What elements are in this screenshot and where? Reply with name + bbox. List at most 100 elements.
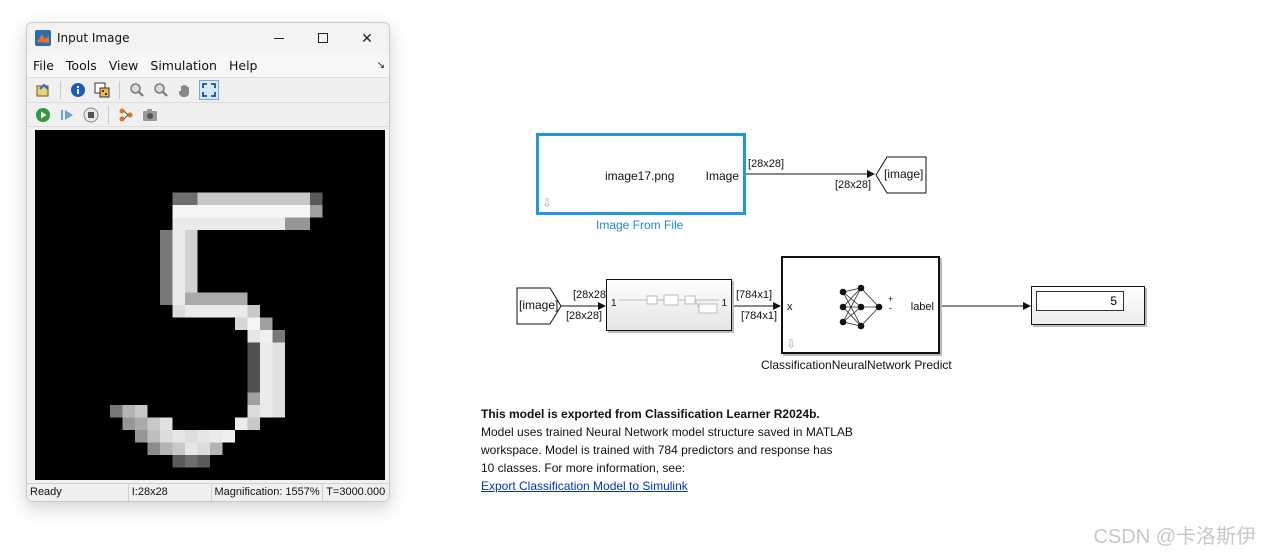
from-out-dims-bottom: [28x28] (566, 310, 603, 322)
classifier-predict-block[interactable]: x label + - ⇩ (781, 256, 940, 354)
minimize-icon (274, 37, 284, 39)
digit-pixel (260, 405, 273, 418)
digit-pixel (260, 392, 273, 405)
run-icon (36, 107, 50, 122)
digit-pixel (185, 242, 198, 255)
menu-dock-arrow-icon[interactable]: ↘ (376, 59, 385, 71)
digit-pixel (285, 192, 298, 205)
pixel-region-button[interactable] (92, 80, 112, 100)
display-value-box: 5 (1036, 291, 1124, 311)
digit-pixel (235, 317, 248, 330)
digit-pixel (210, 430, 223, 443)
digit-pixel (147, 442, 160, 455)
digit-pixel (185, 292, 198, 305)
digit-pixel (285, 217, 298, 230)
close-button[interactable]: ✕ (345, 23, 389, 53)
pan-hand-icon (179, 85, 189, 97)
title-bar[interactable]: Input Image ✕ (27, 23, 389, 53)
classifier-block-name: ClassificationNeuralNetwork Predict (761, 358, 952, 372)
digit-pixel (260, 367, 273, 380)
watermark: CSDN @卡洛斯伊 (1093, 526, 1256, 548)
digit-pixel (135, 405, 148, 418)
image-from-file-block[interactable]: image17.png Image ⇩ (536, 133, 746, 215)
classifier-plus-sign: + (888, 294, 894, 304)
menu-view[interactable]: View (108, 57, 139, 73)
digit-pixel (247, 367, 260, 380)
digit-pixel (185, 267, 198, 280)
digit-pixel (172, 230, 185, 243)
run-button[interactable] (33, 105, 53, 125)
lookunder-arrow-icon[interactable]: ⇩ (542, 196, 553, 210)
digit-pixel (247, 342, 260, 355)
digit-pixel (197, 292, 210, 305)
digit-pixel (260, 217, 273, 230)
status-bar: Ready I:28x28 Magnification: 1557% T=300… (27, 483, 389, 501)
digit-pixel (160, 417, 173, 430)
digit-pixel (235, 192, 248, 205)
digit-pixel (185, 305, 198, 318)
digit-pixel (185, 430, 198, 443)
digit-pixel (222, 217, 235, 230)
export-model-link[interactable]: Export Classification Model to Simulink (481, 479, 688, 493)
display-value: 5 (1110, 294, 1117, 308)
zoom-in-icon (130, 83, 144, 97)
status-time: T=3000.000 (326, 486, 386, 498)
stop-icon (83, 107, 99, 122)
model-home-button[interactable] (33, 80, 53, 100)
digit-pixel (197, 442, 210, 455)
digit-pixel (310, 192, 323, 205)
digit-pixel (160, 242, 173, 255)
digit-pixel (197, 305, 210, 318)
digit-pixel (272, 217, 285, 230)
digit-pixel (247, 405, 260, 418)
reshape-in-port: 1 (611, 298, 617, 309)
step-forward-button[interactable] (57, 105, 77, 125)
menu-help[interactable]: Help (228, 57, 258, 73)
digit-pixel (197, 430, 210, 443)
minimize-button[interactable] (257, 23, 301, 53)
stop-button[interactable] (81, 105, 101, 125)
close-icon: ✕ (361, 29, 373, 46)
maximize-icon (318, 33, 328, 43)
digit-pixel (222, 305, 235, 318)
input-image-window: Input Image ✕ File Tools View Simulation… (26, 22, 390, 502)
signal-hierarchy-button[interactable] (116, 105, 136, 125)
digit-pixel (197, 455, 210, 468)
goto-block[interactable] (875, 156, 927, 194)
digit-pixel (260, 380, 273, 393)
digit-pixel (185, 442, 198, 455)
image-port-label: Image (705, 169, 739, 183)
maximize-button[interactable] (301, 23, 345, 53)
digit-pixel (260, 330, 273, 343)
digit-pixel (247, 317, 260, 330)
menu-simulation[interactable]: Simulation (150, 57, 217, 73)
menu-tools[interactable]: Tools (65, 57, 97, 73)
digit-pixel (247, 192, 260, 205)
reshape-subsystem-block[interactable]: 1 1 (606, 279, 732, 331)
fit-to-view-button[interactable] (199, 80, 219, 100)
from-block[interactable] (516, 287, 562, 325)
menu-file[interactable]: File (33, 57, 54, 73)
lookunder-arrow-icon[interactable]: ⇩ (786, 337, 797, 351)
digit-pixel (272, 355, 285, 368)
zoom-in-button[interactable] (127, 80, 147, 100)
info-button[interactable] (68, 80, 88, 100)
snapshot-icon (143, 108, 157, 121)
digit-pixel (235, 417, 248, 430)
digit-pixel (260, 355, 273, 368)
image-display[interactable] (35, 130, 385, 480)
digit-pixel (235, 305, 248, 318)
digit-pixel (110, 405, 123, 418)
zoom-out-button[interactable] (151, 80, 171, 100)
digit-pixel (160, 292, 173, 305)
model-annotation: This model is exported from Classificati… (481, 405, 891, 495)
digit-image (110, 192, 323, 468)
toolbar-separator (60, 81, 61, 99)
display-block[interactable]: 5 (1031, 286, 1145, 325)
snapshot-button[interactable] (140, 105, 160, 125)
image-toolbar (27, 77, 389, 103)
subsystem-preview-icon (619, 294, 719, 314)
pan-button[interactable] (175, 80, 195, 100)
digit-pixel (172, 267, 185, 280)
digit-pixel (172, 192, 185, 205)
